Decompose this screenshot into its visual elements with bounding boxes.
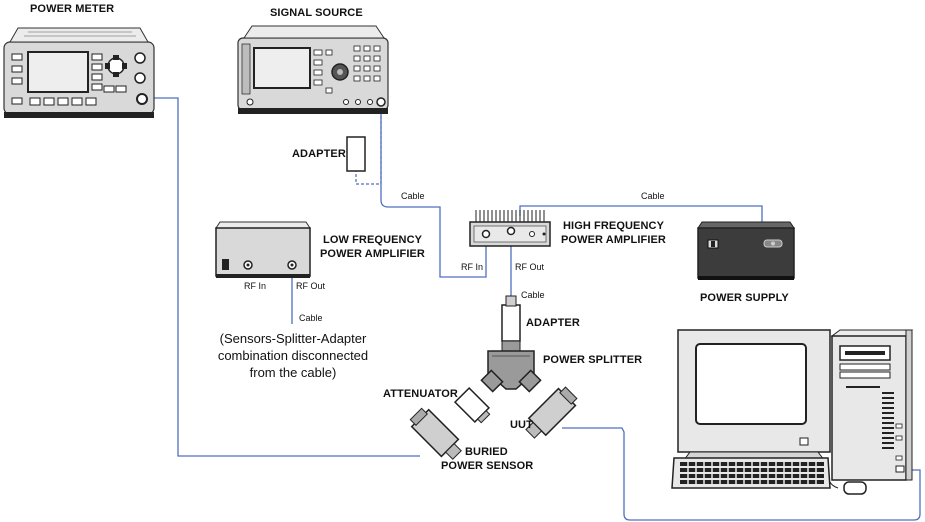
label-hf-rf-in: RF In (461, 262, 484, 272)
label-hf-amp-line1: HIGH FREQUENCY (563, 220, 665, 232)
cable-source-to-hf-amp (380, 106, 487, 278)
disconnected-note: (Sensors-Splitter-Adapter combination di… (198, 330, 388, 381)
label-buried-line1: BURIED (465, 446, 508, 458)
label-cable-source: Cable (401, 191, 425, 201)
label-lf-rf-in: RF In (244, 281, 267, 291)
buried-power-sensor (409, 407, 462, 460)
cable-uut-to-computer (562, 427, 921, 521)
cable-meter-to-sensor (148, 97, 420, 457)
signal-source-screen (253, 47, 311, 89)
computer (671, 329, 914, 495)
label-adapter-top: ADAPTER (292, 148, 346, 160)
label-attenuator: ATTENUATOR (383, 388, 458, 400)
high-frequency-amplifier (469, 210, 551, 247)
power-meter-screen (27, 51, 89, 93)
label-signal-source: SIGNAL SOURCE (270, 7, 363, 19)
hf-amp-rf-out-connector (506, 226, 516, 236)
mouse (843, 481, 867, 495)
note-line-3: from the cable) (249, 365, 337, 380)
adapter-top-body (346, 136, 366, 172)
signal-source-rf-output (376, 97, 386, 107)
low-frequency-amplifier (215, 221, 311, 278)
label-cable-lf: Cable (299, 313, 323, 323)
label-buried-line2: POWER SENSOR (441, 460, 534, 472)
label-cable-hf: Cable (521, 290, 545, 300)
hf-amp-rf-in-connector (481, 229, 491, 239)
power-supply (697, 221, 795, 280)
label-hf-amp-line2: POWER AMPLIFIER (561, 234, 666, 246)
label-cable-supply: Cable (641, 191, 665, 201)
power-splitter (480, 340, 542, 393)
power-meter (3, 27, 155, 118)
label-lf-rf-out: RF Out (296, 281, 326, 291)
label-uut: UUT (510, 419, 533, 431)
monitor-screen (695, 343, 807, 425)
label-power-meter: POWER METER (30, 3, 115, 15)
label-adapter-bottom: ADAPTER (526, 317, 580, 329)
power-meter-connector (136, 93, 148, 105)
label-lf-amp-line2: POWER AMPLIFIER (320, 248, 425, 260)
note-line-2: combination disconnected (217, 348, 369, 363)
signal-source (237, 25, 389, 114)
adapter-bottom-body (501, 304, 521, 342)
label-hf-rf-out: RF Out (515, 262, 545, 272)
label-power-supply: POWER SUPPLY (700, 292, 789, 304)
uut-sensor (525, 386, 578, 439)
label-lf-amp-line1: LOW FREQUENCY (323, 234, 423, 246)
label-power-splitter: POWER SPLITTER (543, 354, 643, 366)
computer-port (895, 465, 905, 473)
attenuator (453, 386, 491, 424)
note-line-1: (Sensors-Splitter-Adapter (219, 331, 367, 346)
